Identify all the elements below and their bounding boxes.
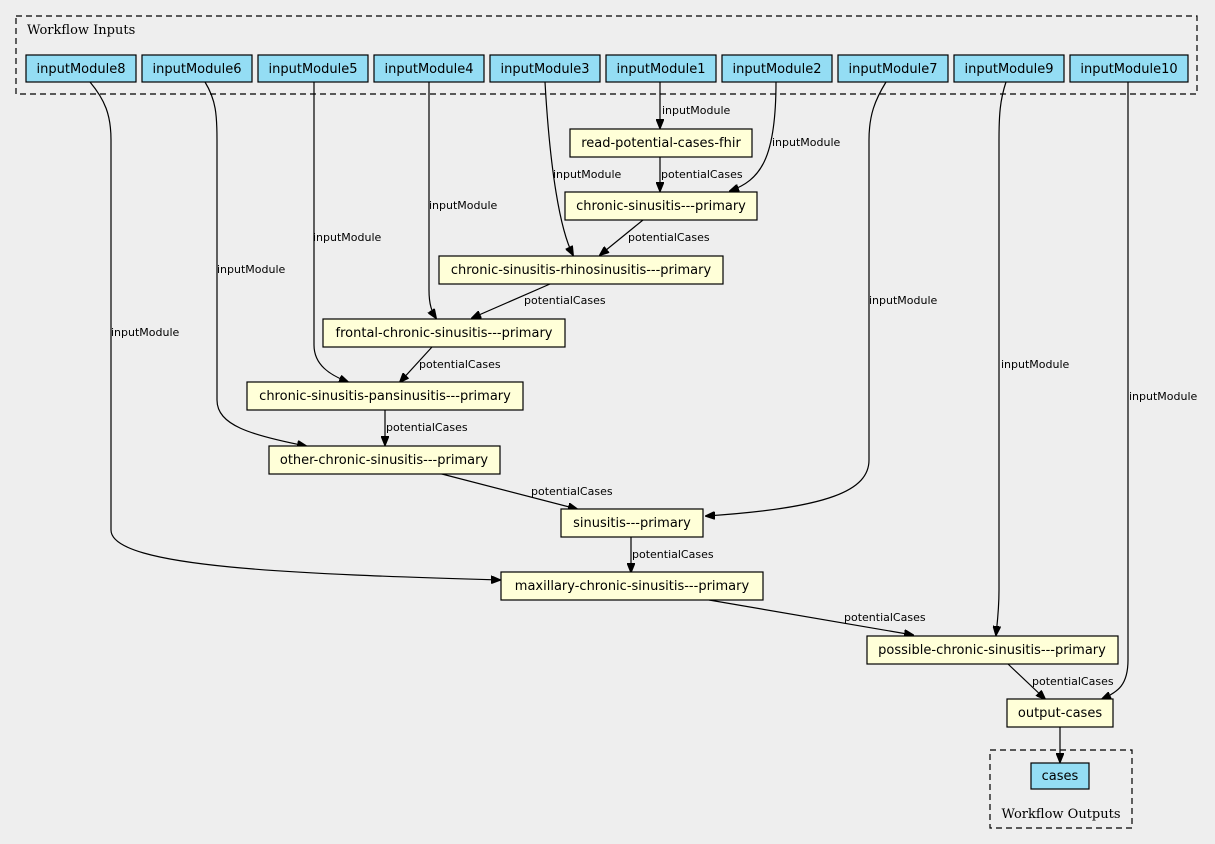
node-possible-chronic-sinusitis-primary[interactable]: possible-chronic-sinusitis---primary — [866, 635, 1119, 665]
edge-label: inputModule — [1001, 358, 1070, 371]
node-label: inputModule10 — [1080, 62, 1177, 77]
edge-other-to-sinusitis: potentialCases — [437, 472, 613, 509]
edge-label: inputModule — [429, 199, 498, 212]
node-other-chronic-sinusitis-primary[interactable]: other-chronic-sinusitis---primary — [268, 445, 501, 475]
edge-label: potentialCases — [632, 548, 714, 561]
edge-inputmodule5-to-pansinusitis: inputModule — [313, 82, 382, 382]
edge-label: potentialCases — [531, 485, 613, 498]
node-inputmodule5[interactable]: inputModule5 — [257, 54, 369, 83]
node-cases[interactable]: cases — [1030, 762, 1090, 790]
node-label: sinusitis---primary — [573, 516, 691, 531]
node-inputmodule2[interactable]: inputModule2 — [721, 54, 833, 83]
node-label: inputModule3 — [501, 62, 590, 77]
node-label: possible-chronic-sinusitis---primary — [878, 643, 1106, 658]
node-inputmodule3[interactable]: inputModule3 — [489, 54, 601, 83]
edge-chronic-sinusitis-to-rhinosinusitis: potentialCases — [600, 219, 710, 255]
node-inputmodule1[interactable]: inputModule1 — [605, 54, 717, 83]
node-label: chronic-sinusitis-rhinosinusitis---prima… — [451, 263, 712, 278]
edge-inputmodule4-to-frontal: inputModule — [429, 82, 498, 318]
node-inputmodule8[interactable]: inputModule8 — [25, 54, 137, 83]
edge-label: inputModule — [772, 136, 841, 149]
node-label: other-chronic-sinusitis---primary — [280, 453, 489, 468]
node-chronic-sinusitis-rhinosinusitis-primary[interactable]: chronic-sinusitis-rhinosinusitis---prima… — [438, 255, 724, 285]
edge-label: inputModule — [553, 168, 622, 181]
edge-label: inputModule — [869, 294, 938, 307]
node-chronic-sinusitis-pansinusitis-primary[interactable]: chronic-sinusitis-pansinusitis---primary — [246, 381, 524, 411]
edge-inputmodule9-to-possible: inputModule — [996, 81, 1070, 635]
edges: inputModule inputModule potentialCases i… — [89, 81, 1198, 762]
edge-rhinosinusitis-to-frontal: potentialCases — [472, 283, 606, 318]
node-label: inputModule9 — [965, 62, 1054, 77]
workflow-outputs-cluster: Workflow Outputs — [989, 749, 1133, 829]
node-chronic-sinusitis-primary[interactable]: chronic-sinusitis---primary — [564, 191, 758, 221]
edge-inputmodule3-to-rhinosinusitis: inputModule — [544, 81, 622, 255]
edge-label: inputModule — [662, 104, 731, 117]
edge-inputmodule8-to-maxillary: inputModule — [89, 81, 500, 580]
node-read-potential-cases-fhir[interactable]: read-potential-cases-fhir — [569, 128, 753, 158]
input-nodes: inputModule8 inputModule6 inputModule5 i… — [25, 54, 1189, 83]
node-label: chronic-sinusitis-pansinusitis---primary — [259, 389, 511, 404]
node-inputmodule4[interactable]: inputModule4 — [373, 54, 485, 83]
node-label: inputModule5 — [269, 62, 358, 77]
node-maxillary-chronic-sinusitis-primary[interactable]: maxillary-chronic-sinusitis---primary — [500, 571, 764, 601]
node-inputmodule10[interactable]: inputModule10 — [1069, 54, 1189, 83]
edge-inputmodule1-to-read: inputModule — [660, 82, 731, 128]
edge-label: potentialCases — [844, 611, 926, 624]
edge-inputmodule6-to-other: inputModule — [204, 81, 306, 446]
node-sinusitis-primary[interactable]: sinusitis---primary — [560, 508, 704, 538]
node-output-cases[interactable]: output-cases — [1006, 698, 1114, 728]
edge-read-to-chronic-sinusitis: potentialCases — [660, 157, 743, 191]
node-label: inputModule4 — [385, 62, 474, 77]
edge-label: inputModule — [1129, 390, 1198, 403]
edge-inputmodule7-to-sinusitis: inputModule — [706, 81, 938, 516]
node-label: maxillary-chronic-sinusitis---primary — [515, 579, 750, 594]
edge-pansinusitis-to-other: potentialCases — [385, 410, 468, 445]
node-label: frontal-chronic-sinusitis---primary — [336, 326, 553, 341]
edge-label: potentialCases — [386, 421, 468, 434]
node-label: inputModule2 — [733, 62, 822, 77]
node-inputmodule9[interactable]: inputModule9 — [953, 54, 1065, 83]
edge-label: inputModule — [217, 263, 286, 276]
edge-label: potentialCases — [628, 231, 710, 244]
edge-maxillary-to-possible: potentialCases — [708, 599, 926, 635]
workflow-inputs-label: Workflow Inputs — [27, 23, 135, 38]
edge-label: potentialCases — [661, 168, 743, 181]
node-label: read-potential-cases-fhir — [581, 136, 741, 151]
node-label: cases — [1042, 769, 1079, 784]
node-label: inputModule8 — [37, 62, 126, 77]
node-frontal-chronic-sinusitis-primary[interactable]: frontal-chronic-sinusitis---primary — [322, 318, 566, 348]
edge-label: inputModule — [313, 231, 382, 244]
edge-frontal-to-pansinusitis: potentialCases — [400, 346, 501, 382]
edge-possible-to-output: potentialCases — [1007, 663, 1114, 699]
edge-sinusitis-to-maxillary: potentialCases — [631, 537, 714, 572]
edge-inputmodule10-to-output: inputModule — [1102, 82, 1198, 699]
node-label: inputModule6 — [153, 62, 242, 77]
workflow-inputs-cluster: Workflow Inputs — [15, 15, 1198, 95]
node-label: inputModule1 — [617, 62, 706, 77]
node-label: chronic-sinusitis---primary — [576, 199, 746, 214]
node-label: output-cases — [1018, 706, 1102, 721]
edge-label: potentialCases — [524, 294, 606, 307]
node-inputmodule7[interactable]: inputModule7 — [837, 54, 949, 83]
workflow-outputs-label: Workflow Outputs — [1002, 807, 1121, 822]
edge-label: potentialCases — [419, 358, 501, 371]
node-inputmodule6[interactable]: inputModule6 — [141, 54, 253, 83]
node-label: inputModule7 — [849, 62, 938, 77]
edge-label: inputModule — [111, 326, 180, 339]
edge-label: potentialCases — [1032, 675, 1114, 688]
step-nodes: read-potential-cases-fhir chronic-sinusi… — [246, 128, 1119, 728]
edge-inputmodule2-to-chronic-sinusitis: inputModule — [730, 81, 841, 191]
